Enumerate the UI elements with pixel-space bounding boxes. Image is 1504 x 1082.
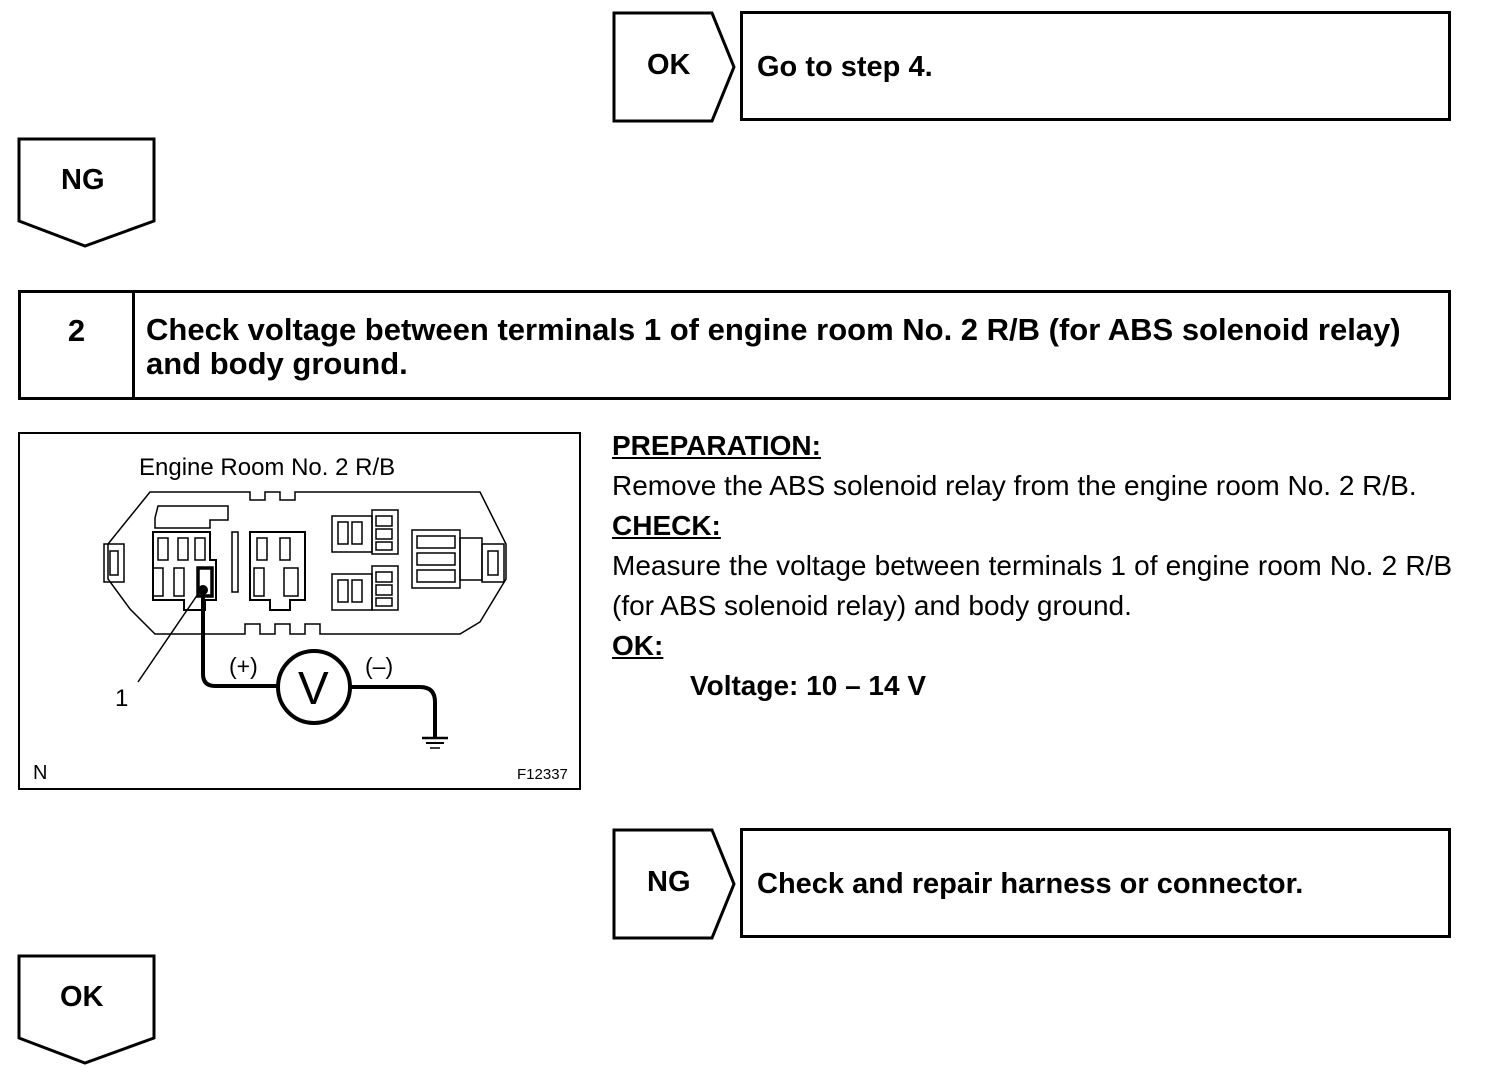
go-to-step-box: Go to step 4.: [740, 11, 1451, 121]
ng-branch-label: NG: [647, 866, 691, 898]
ok-branch-label: OK: [647, 49, 691, 81]
relay-block-figure: Engine Room No. 2 R/B 1 (+) (–) V N F123…: [18, 432, 581, 790]
ok-down-tag: OK: [17, 954, 157, 1066]
figure-title: Engine Room No. 2 R/B: [139, 454, 395, 481]
go-to-step-text: Go to step 4.: [757, 51, 933, 83]
preparation-heading: PREPARATION:: [612, 430, 821, 461]
preparation-text: Remove the ABS solenoid relay from the e…: [612, 470, 1417, 501]
positive-label: (+): [229, 653, 258, 679]
repair-box: Check and repair harness or connector.: [740, 828, 1451, 938]
negative-label: (–): [365, 653, 393, 679]
relay-block-diagram: Engine Room No. 2 R/B 1 (+) (–) V N F123…: [33, 454, 568, 784]
ng-down-tag: NG: [17, 137, 157, 249]
right-arrow-tag-shape: [612, 828, 736, 940]
step-number: 2: [67, 313, 86, 348]
ok-heading: OK:: [612, 630, 664, 661]
step-title: Check voltage between terminals 1 of eng…: [146, 312, 1401, 381]
ng-branch-tag: NG: [612, 828, 736, 940]
step-header: 2 Check voltage between terminals 1 of e…: [18, 290, 1451, 400]
check-heading: CHECK:: [612, 510, 721, 541]
ok-branch-tag: OK: [612, 11, 736, 123]
check-text: Measure the voltage between terminals 1 …: [612, 550, 1452, 621]
step-number-cell: 2: [21, 293, 135, 397]
instructions-panel: PREPARATION: Remove the ABS solenoid rel…: [612, 426, 1452, 706]
right-arrow-tag-shape: [612, 11, 736, 123]
ok-voltage-spec: Voltage: 10 – 14 V: [690, 670, 927, 701]
ok-down-label: OK: [60, 981, 104, 1013]
down-arrow-tag-shape: [17, 137, 156, 248]
down-arrow-tag-shape: [17, 954, 156, 1065]
figure-code: F12337: [517, 766, 568, 783]
voltmeter-symbol: V: [298, 662, 329, 714]
repair-text: Check and repair harness or connector.: [757, 868, 1304, 900]
ng-down-label: NG: [61, 164, 105, 196]
figure-corner-label: N: [33, 762, 47, 784]
terminal-label: 1: [115, 685, 128, 712]
